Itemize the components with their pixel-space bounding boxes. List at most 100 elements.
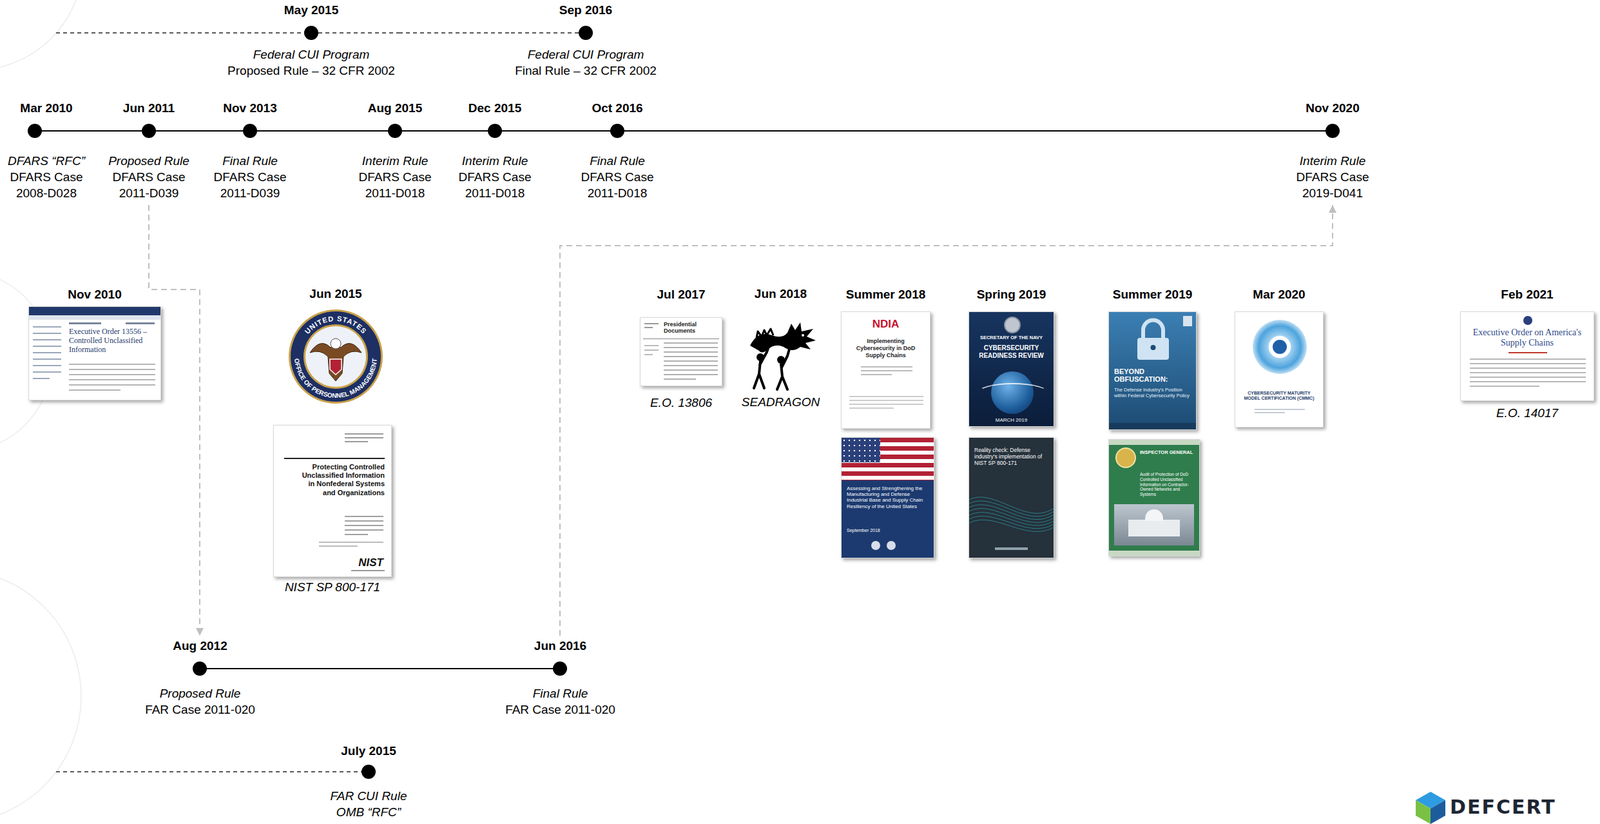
event-text: Interim Rule bbox=[362, 152, 428, 169]
text-line bbox=[32, 326, 62, 328]
dragon-icon: Jun 2018SEADRAGON bbox=[744, 318, 817, 391]
seal-field bbox=[305, 326, 367, 387]
event-text: DFARS Case 2019-D041 bbox=[1293, 168, 1372, 202]
text-line bbox=[644, 322, 659, 325]
shield bbox=[329, 358, 342, 375]
text-line bbox=[68, 368, 156, 370]
event-text: DFARS Case 2011-D039 bbox=[110, 168, 188, 202]
timeline-event: May 2015Federal CUI ProgramProposed Rule… bbox=[223, 0, 399, 83]
text-line bbox=[1469, 376, 1586, 378]
page-graphic bbox=[1523, 315, 1533, 325]
document-title: INSPECTOR GENERAL bbox=[1139, 449, 1196, 455]
seal-rim bbox=[303, 324, 368, 389]
timeline-dot bbox=[361, 764, 376, 779]
text-line bbox=[344, 433, 384, 435]
timeline-dot bbox=[1325, 123, 1340, 138]
text-line bbox=[68, 373, 156, 376]
timeline-event: Nov 2020Interim RuleDFARS Case 2019-D041 bbox=[1290, 97, 1376, 205]
document-title: CYBERSECURITY READINESS REVIEW bbox=[973, 344, 1050, 359]
timeline-dot bbox=[242, 123, 258, 138]
event-text: Final Rule – 32 CFR 2002 bbox=[514, 62, 657, 79]
text-line bbox=[1469, 380, 1586, 383]
document-title: Presidential Documents bbox=[663, 320, 720, 335]
page-graphic bbox=[1508, 351, 1548, 354]
document-title: CYBERSECURITY MATURITY MODEL CERTIFICATI… bbox=[1241, 390, 1317, 402]
event-text: Federal CUI Program bbox=[527, 46, 645, 63]
timeline-segment bbox=[537, 130, 575, 132]
page-graphic bbox=[994, 547, 1028, 550]
document-thumbnail: Spring 2019SECRETARY OF THE NAVYCYBERSEC… bbox=[968, 311, 1055, 427]
text-line bbox=[849, 395, 924, 397]
timeline-segment bbox=[398, 32, 511, 34]
event-text: Final Rule bbox=[589, 152, 646, 169]
timeline-event: Oct 2016Final RuleDFARS Case 2011-D018 bbox=[574, 97, 660, 205]
timeline-lead-dashed bbox=[56, 32, 312, 34]
dragon-body bbox=[750, 322, 816, 353]
document-thumbnail: INSPECTOR GENERALAudit of Protection of … bbox=[1108, 438, 1200, 557]
timeline-event: Mar 2010DFARS “RFC”DFARS Case 2008-D028 bbox=[3, 97, 89, 205]
text-line bbox=[1469, 385, 1540, 387]
logo-face bbox=[1430, 799, 1446, 824]
text-line bbox=[663, 378, 696, 380]
document-title: BEYOND OBFUSCATION: bbox=[1114, 367, 1191, 383]
figure bbox=[777, 346, 791, 390]
text-line bbox=[1254, 408, 1305, 410]
wave-line bbox=[969, 508, 1055, 523]
text-line bbox=[68, 378, 156, 381]
document-title: Protecting Controlled Unclassified Infor… bbox=[295, 462, 385, 497]
timeline-axis bbox=[311, 32, 399, 34]
logo-wordmark: DEFCERT bbox=[1449, 795, 1557, 819]
event-text: FAR CUI Rule OMB “RFC” bbox=[326, 787, 411, 820]
event-text: Final Rule bbox=[222, 152, 278, 169]
text-line bbox=[318, 545, 358, 547]
logo-cube bbox=[1415, 791, 1446, 824]
text-line bbox=[32, 338, 62, 341]
timeline-axis bbox=[510, 32, 586, 34]
event-date: May 2015 bbox=[284, 2, 339, 19]
timeline-axis bbox=[501, 667, 560, 669]
text-line bbox=[663, 364, 718, 367]
document-thumbnail: Protecting Controlled Unclassified Infor… bbox=[273, 424, 392, 577]
text-line bbox=[663, 342, 718, 344]
text-line bbox=[849, 403, 924, 405]
text-line bbox=[849, 407, 894, 409]
event-text: FAR Case 2011-020 bbox=[505, 701, 616, 718]
page-graphic bbox=[284, 457, 385, 459]
timeline-axis bbox=[199, 667, 260, 669]
event-text: Final Rule bbox=[532, 684, 589, 702]
timeline-segment bbox=[659, 130, 1291, 132]
axis-gap bbox=[505, 653, 616, 685]
page-graphic bbox=[1108, 550, 1200, 556]
timeline-event: Aug 2015Interim RuleDFARS Case 2011-D018 bbox=[352, 97, 438, 205]
document-thumbnail: Nov 2010Executive Order 13556 – Controll… bbox=[28, 306, 162, 401]
event-date: Dec 2015 bbox=[468, 100, 522, 116]
page-graphic bbox=[643, 338, 720, 339]
text-line bbox=[32, 371, 62, 373]
axis-gap bbox=[7, 115, 86, 153]
page-graphic bbox=[351, 569, 385, 571]
text-line bbox=[32, 364, 62, 367]
timeline-dot bbox=[304, 25, 319, 40]
seal-text-lower: OFFICE OF PERSONNEL MANAGEMENT bbox=[293, 357, 379, 399]
caption: E.O. 14017 bbox=[1496, 405, 1559, 421]
timeline-dot bbox=[552, 661, 568, 676]
timeline-event: Nov 2013Final RuleDFARS Case 2011-D039 bbox=[207, 97, 293, 205]
wave-line bbox=[969, 496, 1055, 513]
event-text: FAR Case 2011-020 bbox=[144, 701, 256, 718]
event-date: Jun 2016 bbox=[534, 637, 587, 654]
timeline-event: Dec 2015Interim RuleDFARS Case 2011-D018 bbox=[452, 97, 538, 205]
caption: E.O. 13806 bbox=[650, 395, 713, 411]
timeline-event: July 2015FAR CUI Rule OMB “RFC” bbox=[322, 740, 415, 824]
page-graphic bbox=[28, 315, 161, 320]
axis-gap bbox=[578, 115, 656, 153]
timeline-dot bbox=[610, 123, 625, 138]
eagle-head bbox=[330, 338, 341, 349]
event-date: Nov 2013 bbox=[222, 100, 277, 116]
document-title: Reality check: Defense industry's implem… bbox=[974, 446, 1049, 467]
dashed-arrow bbox=[148, 204, 200, 636]
text-line bbox=[1254, 411, 1285, 414]
seal-text: OFFICE OF PERSONNEL MANAGEMENT bbox=[293, 357, 379, 399]
dragon-spikes bbox=[756, 328, 774, 338]
document-thumbnail: Mar 2020CYBERSECURITY MATURITY MODEL CER… bbox=[1234, 311, 1324, 428]
document-title: NDIA bbox=[841, 318, 930, 330]
